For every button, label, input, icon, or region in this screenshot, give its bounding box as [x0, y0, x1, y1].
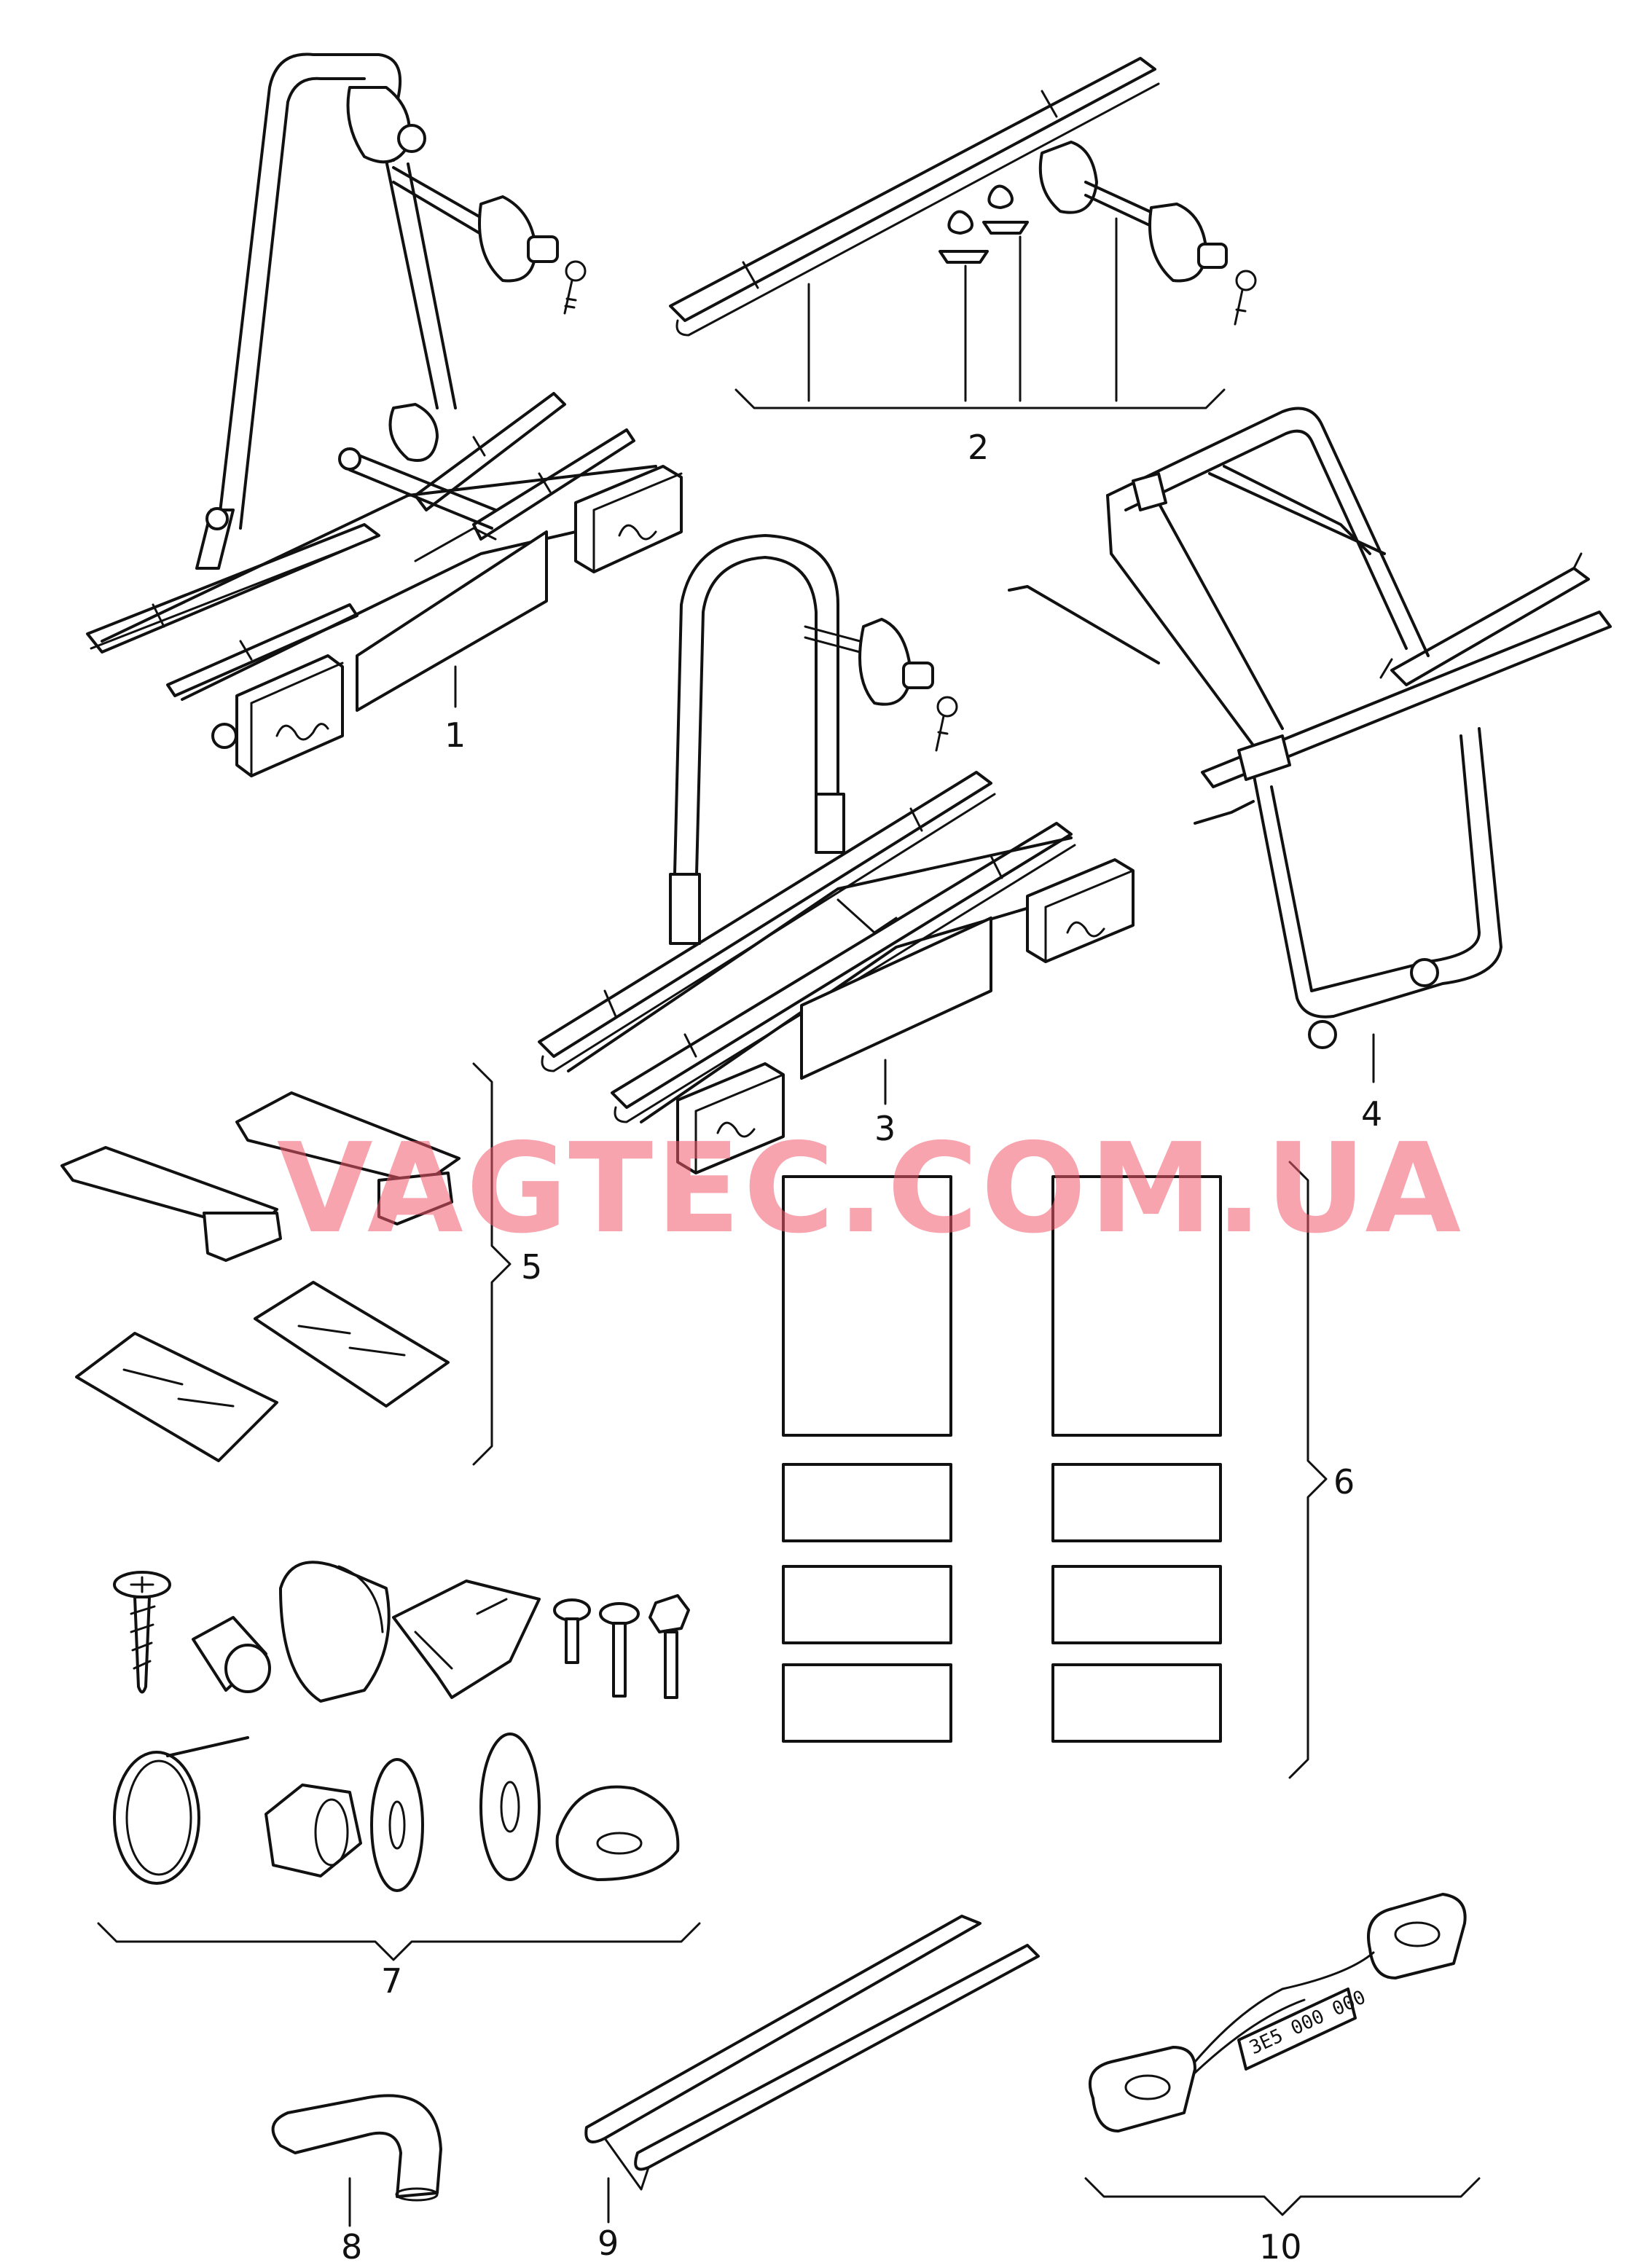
callout-10: 10	[1259, 2227, 1302, 2267]
callout-5: 5	[521, 1247, 542, 1287]
key-tag-text: 3E5 000 000	[1246, 1986, 1369, 2059]
part-6-label-set	[782, 1161, 1328, 1779]
callout-labels: 1 2 3 4 5 6 7 8 9 10	[341, 428, 1382, 2267]
part-3-bike-carrier-lights	[538, 534, 1135, 1174]
part-10-key-set: 3E5 000 000	[1084, 1893, 1481, 2216]
part-4-folding-frame	[1008, 407, 1612, 1083]
callout-9: 9	[597, 2224, 619, 2263]
part-5-wheel-trays	[60, 1062, 512, 1466]
watermark: VAGTEC.COM.UA	[277, 1117, 1464, 1261]
part-1-bike-carrier	[86, 52, 683, 777]
callout-2: 2	[968, 428, 989, 467]
callout-8: 8	[341, 2227, 362, 2267]
callout-3: 3	[874, 1109, 896, 1148]
part-9-rail-profiles	[584, 1915, 1040, 2224]
callout-4: 4	[1361, 1094, 1382, 1134]
callout-1: 1	[444, 715, 466, 755]
callout-6: 6	[1333, 1462, 1355, 1502]
callout-7: 7	[381, 1961, 402, 2001]
part-8-bent-hose	[271, 2094, 442, 2227]
part-2-rail-kit	[669, 57, 1257, 409]
part-7-fastener-set	[97, 1561, 701, 1961]
